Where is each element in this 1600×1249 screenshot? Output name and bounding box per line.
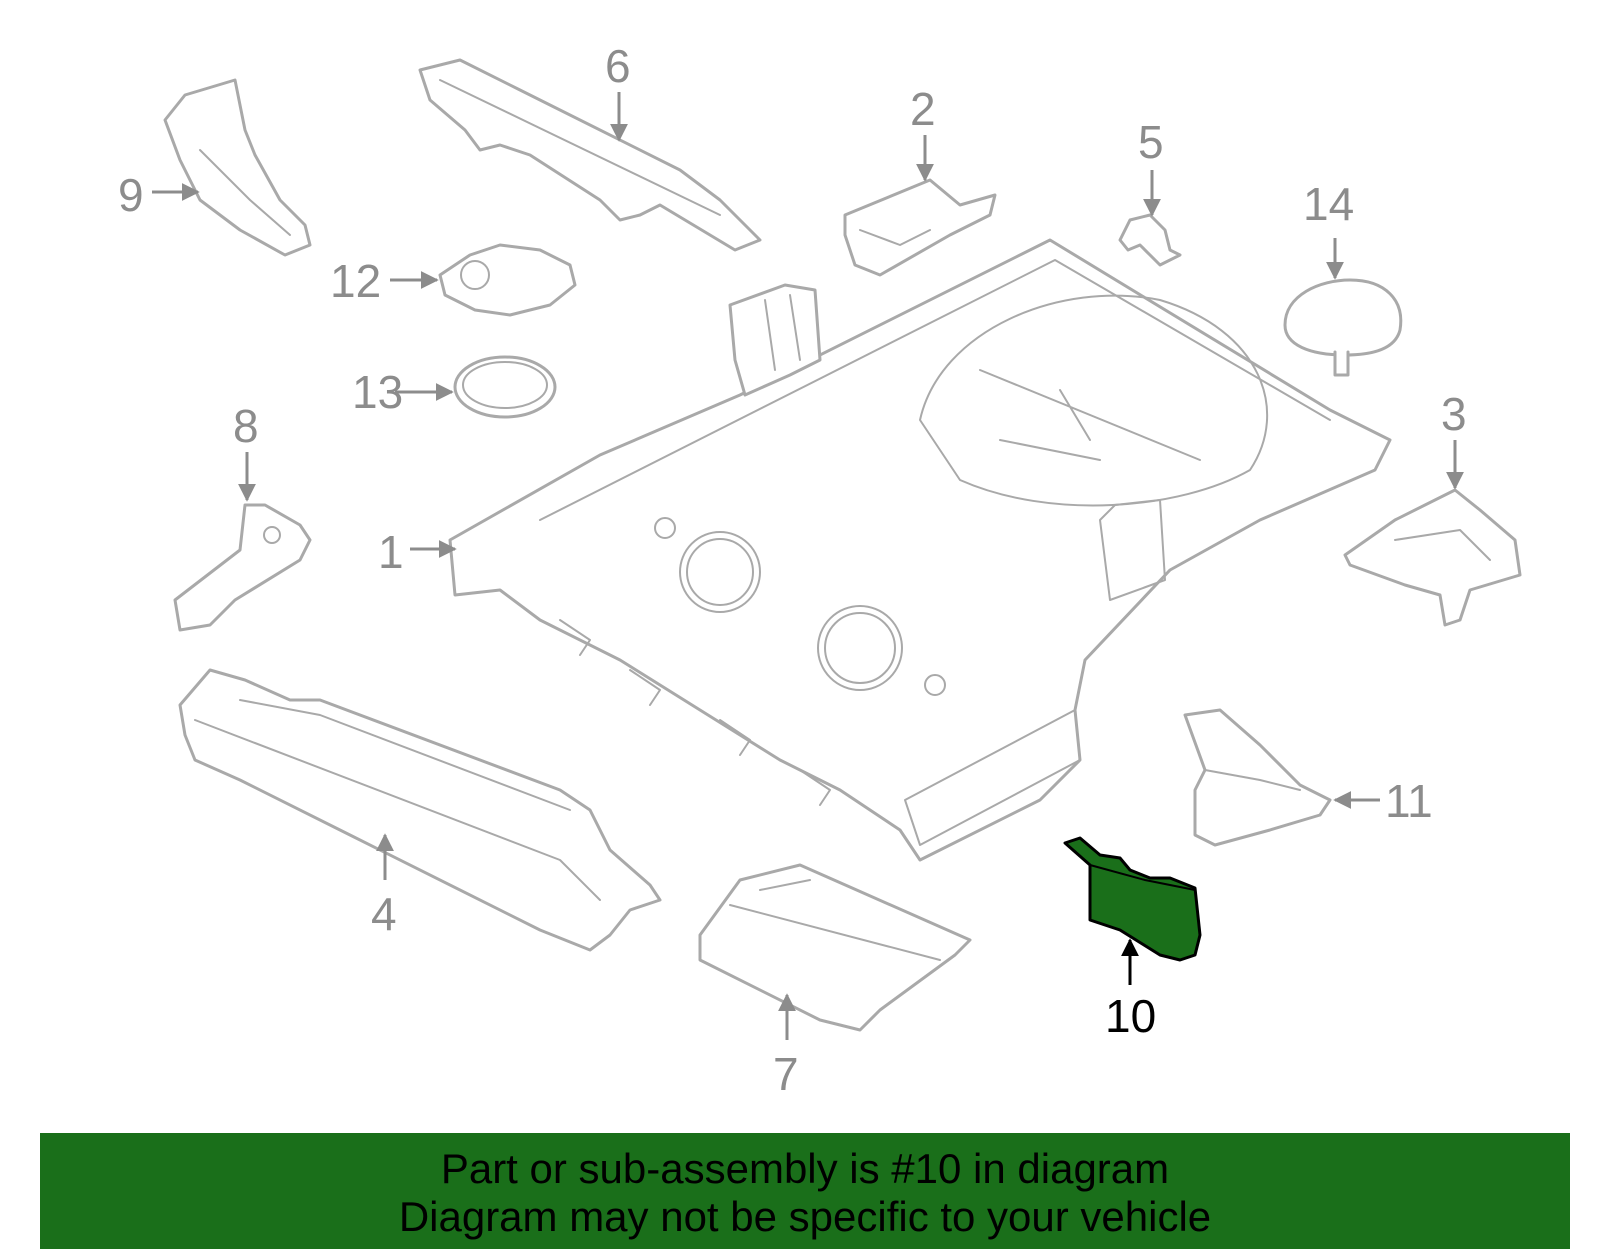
leader-lines — [152, 92, 1464, 1040]
parts-diagram: 1 2 3 4 5 6 7 8 9 10 11 12 13 14 — [118, 40, 1522, 1100]
part-8-bracket — [173, 503, 312, 632]
banner-line-disclaimer: Diagram may not be specific to your vehi… — [398, 1193, 1212, 1240]
part-10-highlighted — [1063, 836, 1202, 962]
callout-7: 7 — [773, 1048, 799, 1100]
callout-4: 4 — [371, 888, 397, 940]
callout-12: 12 — [330, 255, 381, 307]
part-2-bracket — [843, 178, 997, 277]
part-12-plate — [438, 243, 577, 317]
callout-11: 11 — [1385, 775, 1433, 827]
part-9-bracket — [163, 78, 312, 257]
callout-8: 8 — [233, 400, 259, 452]
callout-9: 9 — [118, 169, 144, 221]
callout-labels: 1 2 3 4 5 6 7 8 9 10 11 12 13 14 — [118, 40, 1467, 1100]
callout-10-highlighted: 10 — [1105, 990, 1156, 1042]
callout-13: 13 — [352, 366, 403, 418]
part-3-bracket — [1343, 488, 1522, 627]
part-11-bracket — [1183, 708, 1332, 847]
callout-3: 3 — [1441, 388, 1467, 440]
part-6-rail — [418, 58, 762, 252]
callout-14: 14 — [1303, 178, 1354, 230]
part-13-ring — [453, 355, 557, 419]
part-5-small-bracket — [1118, 213, 1182, 267]
part-4-crossmember — [178, 668, 662, 952]
callout-2: 2 — [910, 83, 936, 135]
banner-line-part-number: Part or sub-assembly is #10 in diagram — [440, 1145, 1170, 1192]
callout-1: 1 — [378, 526, 404, 578]
callout-6: 6 — [605, 40, 631, 92]
info-banner: Part or sub-assembly is #10 in diagram D… — [40, 1133, 1570, 1249]
callout-5: 5 — [1138, 116, 1164, 168]
part-14-mount — [1283, 278, 1403, 377]
part-1-floor-pan — [448, 238, 1392, 862]
part-7-tray — [698, 863, 972, 1032]
